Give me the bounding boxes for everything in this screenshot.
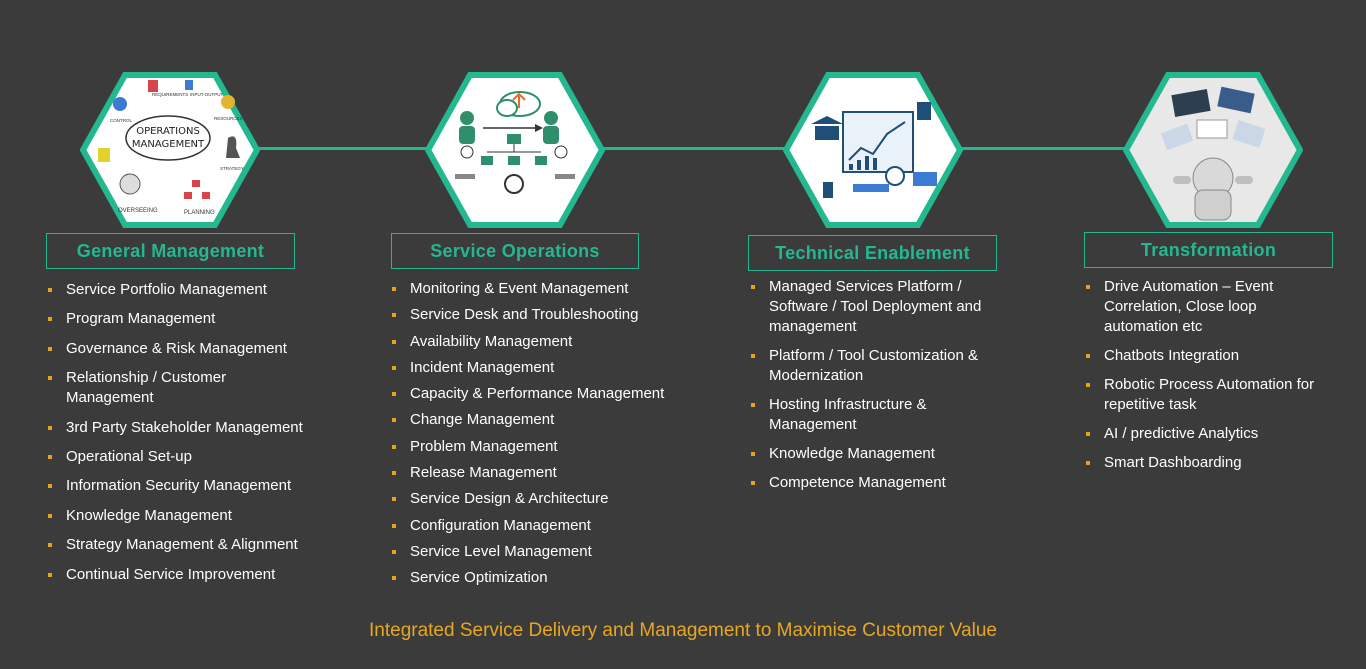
list-item: Governance & Risk Management [46, 339, 336, 359]
list-item: Continual Service Improvement [46, 565, 336, 585]
list-item: Release Management [390, 463, 700, 483]
list-item: Service Design & Architecture [390, 489, 700, 509]
title-transformation: Transformation [1084, 232, 1333, 268]
list-item: Service Desk and Troubleshooting [390, 305, 700, 325]
general-management-list: Service Portfolio Management Program Man… [46, 280, 336, 594]
title-general-management-text: General Management [76, 240, 265, 261]
list-item: Platform / Tool Customization & Moderniz… [749, 346, 999, 386]
tech-dashboard-icon [783, 72, 963, 228]
list-item: Hosting Infrastructure & Management [749, 395, 959, 435]
connector-line [170, 147, 1210, 150]
sketch-label-strategy: STRATEGY [220, 166, 244, 171]
technical-enablement-hexagon [783, 72, 963, 228]
title-transformation-text: Transformation [1140, 239, 1277, 260]
list-item: Competence Management [749, 473, 1009, 493]
service-operations-list: Monitoring & Event Management Service De… [390, 279, 700, 595]
list-item: Knowledge Management [749, 444, 1009, 464]
list-item: Change Management [390, 410, 700, 430]
title-service-operations: Service Operations [391, 233, 639, 269]
list-item: Service Optimization [390, 568, 700, 588]
sketch-label-resources: RESOURCES [214, 116, 243, 121]
operations-management-sketch-icon: OPERATIONS MANAGEMENT REQUIREMENTS INPUT… [80, 72, 260, 228]
list-item: Problem Management [390, 437, 700, 457]
list-item: Program Management [46, 309, 336, 329]
title-technical-enablement-text: Technical Enablement [775, 242, 970, 263]
list-item: Capacity & Performance Management [390, 384, 700, 404]
operations-management-hexagon: OPERATIONS MANAGEMENT REQUIREMENTS INPUT… [80, 72, 260, 228]
title-service-operations-text: Service Operations [430, 240, 600, 261]
list-item: Incident Management [390, 358, 700, 378]
footer-tagline: Integrated Service Delivery and Manageme… [369, 620, 997, 641]
sketch-label-requirements: REQUIREMENTS [152, 92, 188, 97]
transformation-list: Drive Automation – Event Correlation, Cl… [1084, 277, 1344, 482]
list-item: AI / predictive Analytics [1084, 424, 1344, 444]
list-item: Drive Automation – Event Correlation, Cl… [1084, 277, 1304, 337]
list-item: Relationship / Customer Management [46, 368, 266, 408]
sketch-main-text-1: OPERATIONS [136, 126, 200, 137]
list-item: Smart Dashboarding [1084, 453, 1344, 473]
list-item: Knowledge Management [46, 506, 336, 526]
list-item: Strategy Management & Alignment [46, 535, 336, 555]
service-operations-hexagon [425, 72, 605, 228]
list-item: 3rd Party Stakeholder Management [46, 418, 336, 438]
sketch-label-planning: PLANNING [184, 210, 215, 216]
list-item: Information Security Management [46, 476, 336, 496]
list-item: Service Portfolio Management [46, 280, 336, 300]
title-technical-enablement: Technical Enablement [748, 235, 997, 271]
transformation-hexagon [1123, 72, 1303, 228]
robot-automation-icon [1123, 72, 1303, 228]
technical-enablement-list: Managed Services Platform / Software / T… [749, 277, 1009, 502]
list-item: Service Level Management [390, 542, 700, 562]
list-item: Managed Services Platform / Software / T… [749, 277, 1009, 337]
list-item: Robotic Process Automation for repetitiv… [1084, 375, 1344, 415]
sketch-label-control: CONTROL [110, 118, 132, 123]
sketch-main-text-2: MANAGEMENT [132, 139, 205, 150]
list-item: Configuration Management [390, 516, 700, 536]
list-item: Operational Set-up [46, 447, 336, 467]
title-general-management: General Management [46, 233, 295, 269]
list-item: Monitoring & Event Management [390, 279, 700, 299]
sketch-label-overseeing: OVERSEEING [118, 208, 158, 214]
list-item: Chatbots Integration [1084, 346, 1344, 366]
list-item: Availability Management [390, 332, 700, 352]
cloud-workflow-icon [425, 72, 605, 228]
sketch-label-input-output: INPUT-OUTPUT [190, 92, 224, 97]
